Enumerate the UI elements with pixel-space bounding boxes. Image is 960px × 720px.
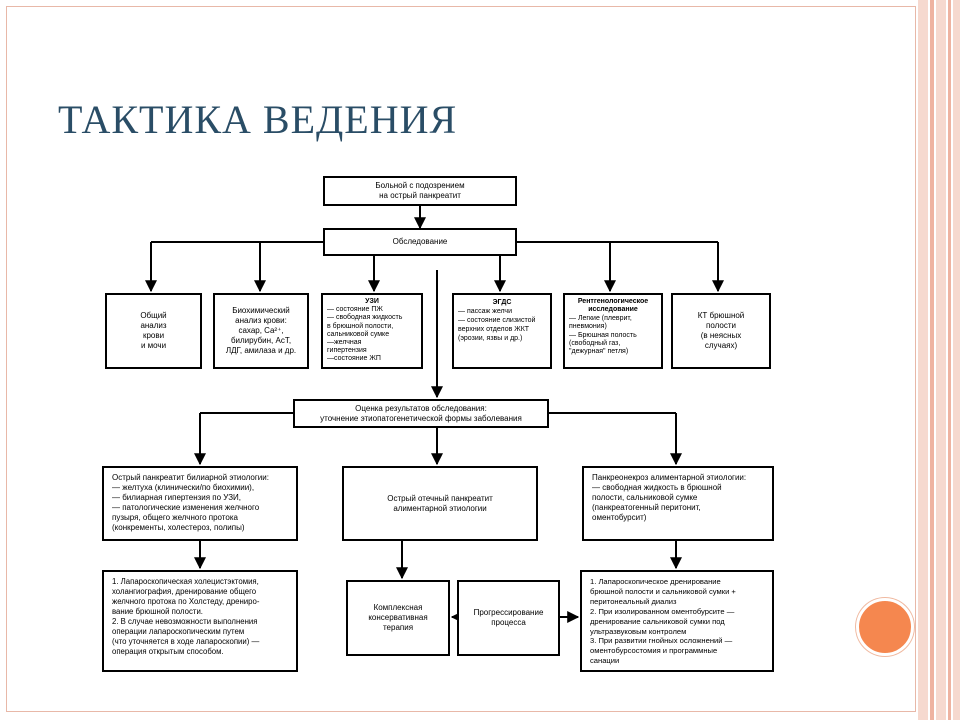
egds-heading: ЭГДС	[492, 299, 512, 306]
test-uzi-node: УЗИ — состояние ПЖ — свободная жидкость …	[321, 293, 423, 369]
biliary-tx-line: холангиография, дренирование общего	[112, 587, 257, 596]
necrosis-node: Панкреонекроз алиментарной этиологии: — …	[582, 466, 774, 541]
biochem-line: анализ крови:	[235, 316, 287, 325]
decor-stripe	[918, 0, 928, 720]
biochem-line: ЛДГ, амилаза и др.	[225, 346, 297, 355]
blood-line: анализ	[140, 321, 167, 330]
biliary-line: (конкременты, холестероз, полипы)	[112, 523, 245, 532]
decor-stripe	[948, 0, 951, 720]
exam-node: Обследование	[323, 228, 517, 256]
necrosis-tx-line: 1. Лапароскопическое дренирование	[590, 577, 721, 586]
test-ct-node: КТ брюшной полости (в неясных случаях)	[671, 293, 771, 369]
uzi-line: —желчная	[327, 339, 362, 347]
test-egds-node: ЭГДС — пассаж желчи — состояние слизисто…	[452, 293, 552, 369]
decor-stripe	[953, 0, 960, 720]
xray-heading: исследование	[588, 306, 638, 314]
egds-line: верхних отделов ЖКТ	[458, 326, 530, 333]
biliary-tx-line: 1. Лапароскопическая холецистэктомия,	[112, 577, 259, 586]
ct-line: КТ брюшной	[697, 311, 745, 320]
decor-stripe	[930, 0, 934, 720]
biliary-node: Острый панкреатит билиарной этиологии: —…	[102, 466, 298, 541]
biliary-tx-line: желчного протока по Холстеду, дрениро-	[112, 597, 260, 606]
blood-line: и мочи	[140, 341, 167, 350]
biliary-line: пузыря, общего желчного протока	[112, 513, 238, 522]
necrosis-line: (панкреатогенный перитонит,	[592, 503, 701, 512]
uzi-line: в брюшной полости,	[327, 322, 394, 330]
necrosis-tx-line: ультразвуковым контролем	[590, 626, 687, 636]
blood-line: Общий	[140, 311, 167, 320]
test-xray-node: Рентгенологическое исследование — Легкие…	[563, 293, 663, 369]
biochem-line: Биохимический	[232, 306, 290, 315]
decor-circle	[856, 598, 914, 656]
necrosis-tx-line: перитонеальный диализ	[590, 596, 677, 606]
uzi-line: — свободная жидкость	[327, 314, 403, 322]
conservative-node: Комплексная консервативная терапия	[346, 580, 450, 656]
test-biochem-node: Биохимический анализ крови: сахар, Ca²⁺,…	[213, 293, 309, 369]
evaluation-line: уточнение этиопатогенетической формы заб…	[320, 413, 522, 423]
edema-node: Острый отечный панкреатит алиментарной э…	[342, 466, 538, 541]
necrosis-tx-line: дренирование сальниковой сумки под	[590, 616, 725, 626]
uzi-line: гипертензия	[327, 347, 367, 355]
biliary-line: Острый панкреатит билиарной этиологии:	[112, 473, 269, 482]
ct-line: случаях)	[704, 341, 738, 350]
test-blood-node: Общий анализ крови и мочи	[105, 293, 202, 369]
uzi-line: —состояние ЖП	[327, 355, 381, 363]
biliary-line: — билиарная гипертензия по УЗИ,	[112, 493, 242, 502]
biliary-tx-line: операции лапароскопическим путем	[112, 627, 245, 636]
decor-stripe	[936, 0, 946, 720]
necrosis-tx-line: 2. При изолированном оментобурсите —	[590, 606, 735, 616]
biliary-tx-line: операция открытым способом.	[112, 647, 224, 656]
biliary-tx-line: (что уточняется в ходе лапароскопии) —	[112, 637, 260, 646]
uzi-line: сальниковой сумке	[327, 330, 390, 338]
biliary-line: — патологические изменения желчного	[112, 503, 260, 512]
xray-line: "дежурная" петля)	[569, 348, 629, 356]
xray-heading: Рентгенологическое	[577, 298, 649, 305]
edema-line: Острый отечный панкреатит	[387, 493, 493, 503]
slide-frame	[6, 6, 916, 712]
edema-line: алиментарной этиологии	[393, 503, 487, 513]
xray-line: — Брюшная полость	[569, 331, 637, 339]
slide-title: ТАКТИКА ВЕДЕНИЯ	[58, 97, 458, 142]
blood-line: крови	[142, 331, 165, 340]
necrosis-line: — свободная жидкость в брюшной	[592, 483, 722, 492]
biliary-line: — желтуха (клинически/по биохимии),	[112, 483, 255, 492]
progression-line: процесса	[491, 618, 526, 627]
progression-line: Прогрессирование	[473, 608, 544, 617]
necrosis-line: оментобурсит)	[592, 513, 647, 522]
biliary-tx-line: 2. В случае невозможности выполнения	[112, 617, 258, 626]
start-line: Больной с подозрением	[375, 181, 465, 190]
ct-line: (в неясных	[700, 331, 742, 340]
ct-line: полости	[706, 321, 736, 330]
necrosis-line: Панкреонекроз алиментарной этиологии:	[592, 473, 747, 482]
uzi-line: — состояние ПЖ	[327, 306, 383, 314]
xray-line: пневмония)	[569, 323, 607, 331]
biochem-line: билирубин, АсТ,	[230, 336, 292, 345]
exam-label: Обследование	[392, 237, 448, 246]
biliary-treatment-node: 1. Лапароскопическая холецистэктомия, хо…	[102, 570, 298, 672]
xray-line: (свободный газ,	[569, 340, 621, 348]
necrosis-tx-line: оментобурсостомия и программные	[590, 646, 718, 656]
necrosis-tx-line: 3. При развитии гнойных осложнений —	[590, 636, 733, 646]
conservative-line: терапия	[382, 623, 414, 632]
xray-line: — Легкие (плеврит,	[569, 314, 632, 322]
necrosis-tx-line: брюшной полости и сальниковой сумки +	[590, 586, 736, 596]
biochem-line: сахар, Ca²⁺,	[238, 326, 284, 335]
egds-line: — состояние слизистой	[458, 317, 536, 324]
evaluation-line: Оценка результатов обследования:	[355, 403, 487, 413]
progression-node: Прогрессирование процесса	[457, 580, 560, 656]
biliary-tx-line: вание брюшной полости.	[112, 607, 203, 616]
necrosis-line: полости, сальниковой сумке	[592, 493, 698, 502]
conservative-line: Комплексная	[373, 603, 423, 612]
egds-line: (эрозии, язвы и др.)	[458, 335, 523, 342]
conservative-line: консервативная	[368, 613, 428, 622]
necrosis-treatment-node: 1. Лапароскопическое дренирование брюшно…	[580, 570, 774, 672]
egds-line: — пассаж желчи	[458, 308, 512, 315]
start-line: на острый панкреатит	[379, 191, 461, 200]
uzi-heading: УЗИ	[365, 298, 379, 305]
necrosis-tx-line: санации	[590, 656, 620, 666]
start-node: Больной с подозрением на острый панкреат…	[323, 176, 517, 206]
evaluation-node: Оценка результатов обследования: уточнен…	[293, 399, 549, 428]
